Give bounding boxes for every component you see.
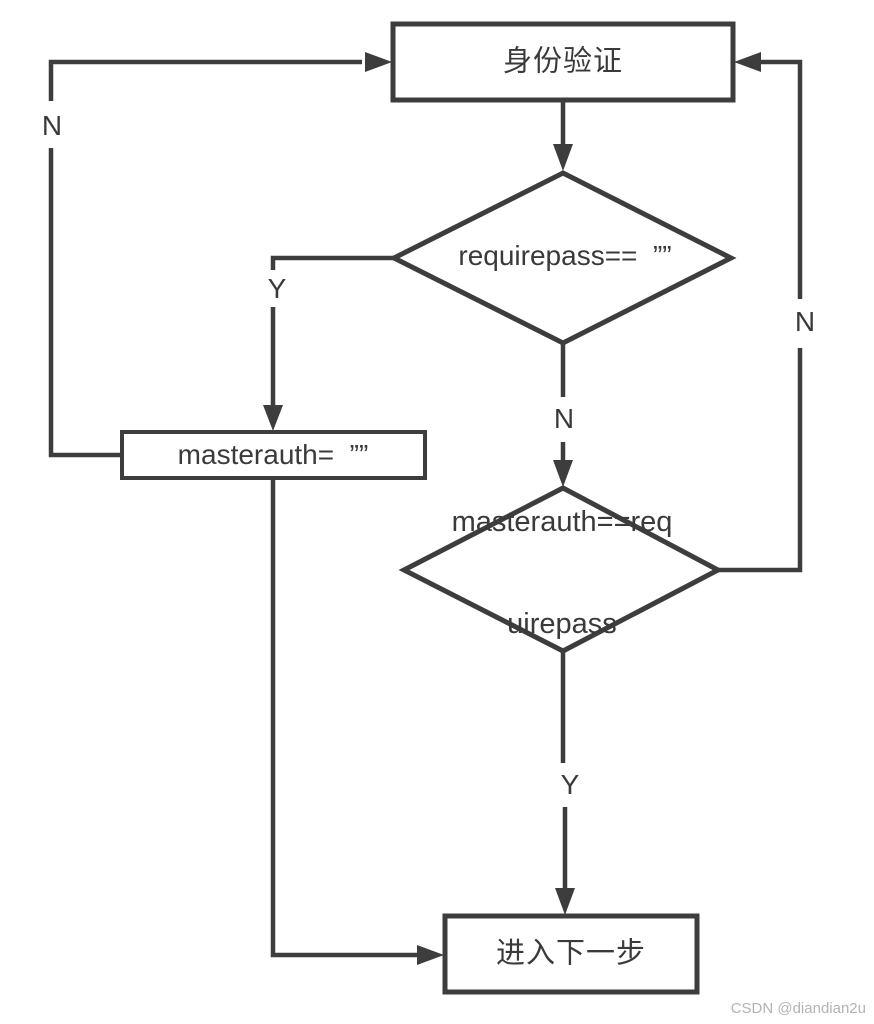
- arrowhead-down-into-masterauth-box: [263, 405, 283, 431]
- masterauth-check-diamond-label: masterauth==req uirepass: [452, 437, 673, 709]
- masterauth-set-box-shape: [120, 430, 427, 480]
- branch-label-n-left: N: [41, 109, 63, 141]
- requirepass-diamond-label: requirepass== ””: [458, 239, 672, 271]
- edge-masterauth-check-no-to-auth: [718, 59, 803, 573]
- branch-label-y-masterauth-check: Y: [560, 768, 580, 800]
- requirepass-diamond-shape: [388, 170, 737, 346]
- arrowhead-right-into-next-step-box: [417, 945, 444, 965]
- next-step-box-shape: [442, 913, 700, 995]
- branch-label-y-requirepass: Y: [267, 272, 287, 304]
- watermark: CSDN @diandian2u: [730, 1000, 866, 1017]
- arrowhead-down-into-masterauth-check-diamond: [553, 460, 573, 487]
- edge-masterauth-set-to-next-step: [270, 478, 434, 958]
- auth-box-label: 身份验证: [502, 45, 624, 78]
- edge-requirepass-yes-to-masterauth-set: [270, 255, 394, 421]
- arrowhead-down-into-requirepass-diamond: [553, 144, 573, 171]
- arrowhead-right-into-auth-box-left: [365, 52, 392, 72]
- arrowhead-left-into-auth-box-right: [734, 52, 761, 72]
- branch-label-n-requirepass: N: [553, 402, 575, 434]
- branch-label-n-masterauth-check: N: [794, 305, 816, 337]
- arrowhead-down-into-next-step-box: [555, 888, 575, 915]
- edge-masterauth-set-to-auth: [48, 59, 362, 458]
- auth-box-shape: [390, 21, 736, 103]
- edge-masterauth-check-yes-to-next-step: [560, 651, 568, 890]
- masterauth-set-box-label: masterauth= ””: [177, 438, 369, 470]
- masterauth-check-diamond-shape: [398, 485, 724, 654]
- masterauth-check-label-line1: masterauth==req: [451, 506, 673, 538]
- next-step-box-label: 进入下一步: [495, 937, 647, 970]
- masterauth-check-label-line2: uirepass: [507, 608, 617, 640]
